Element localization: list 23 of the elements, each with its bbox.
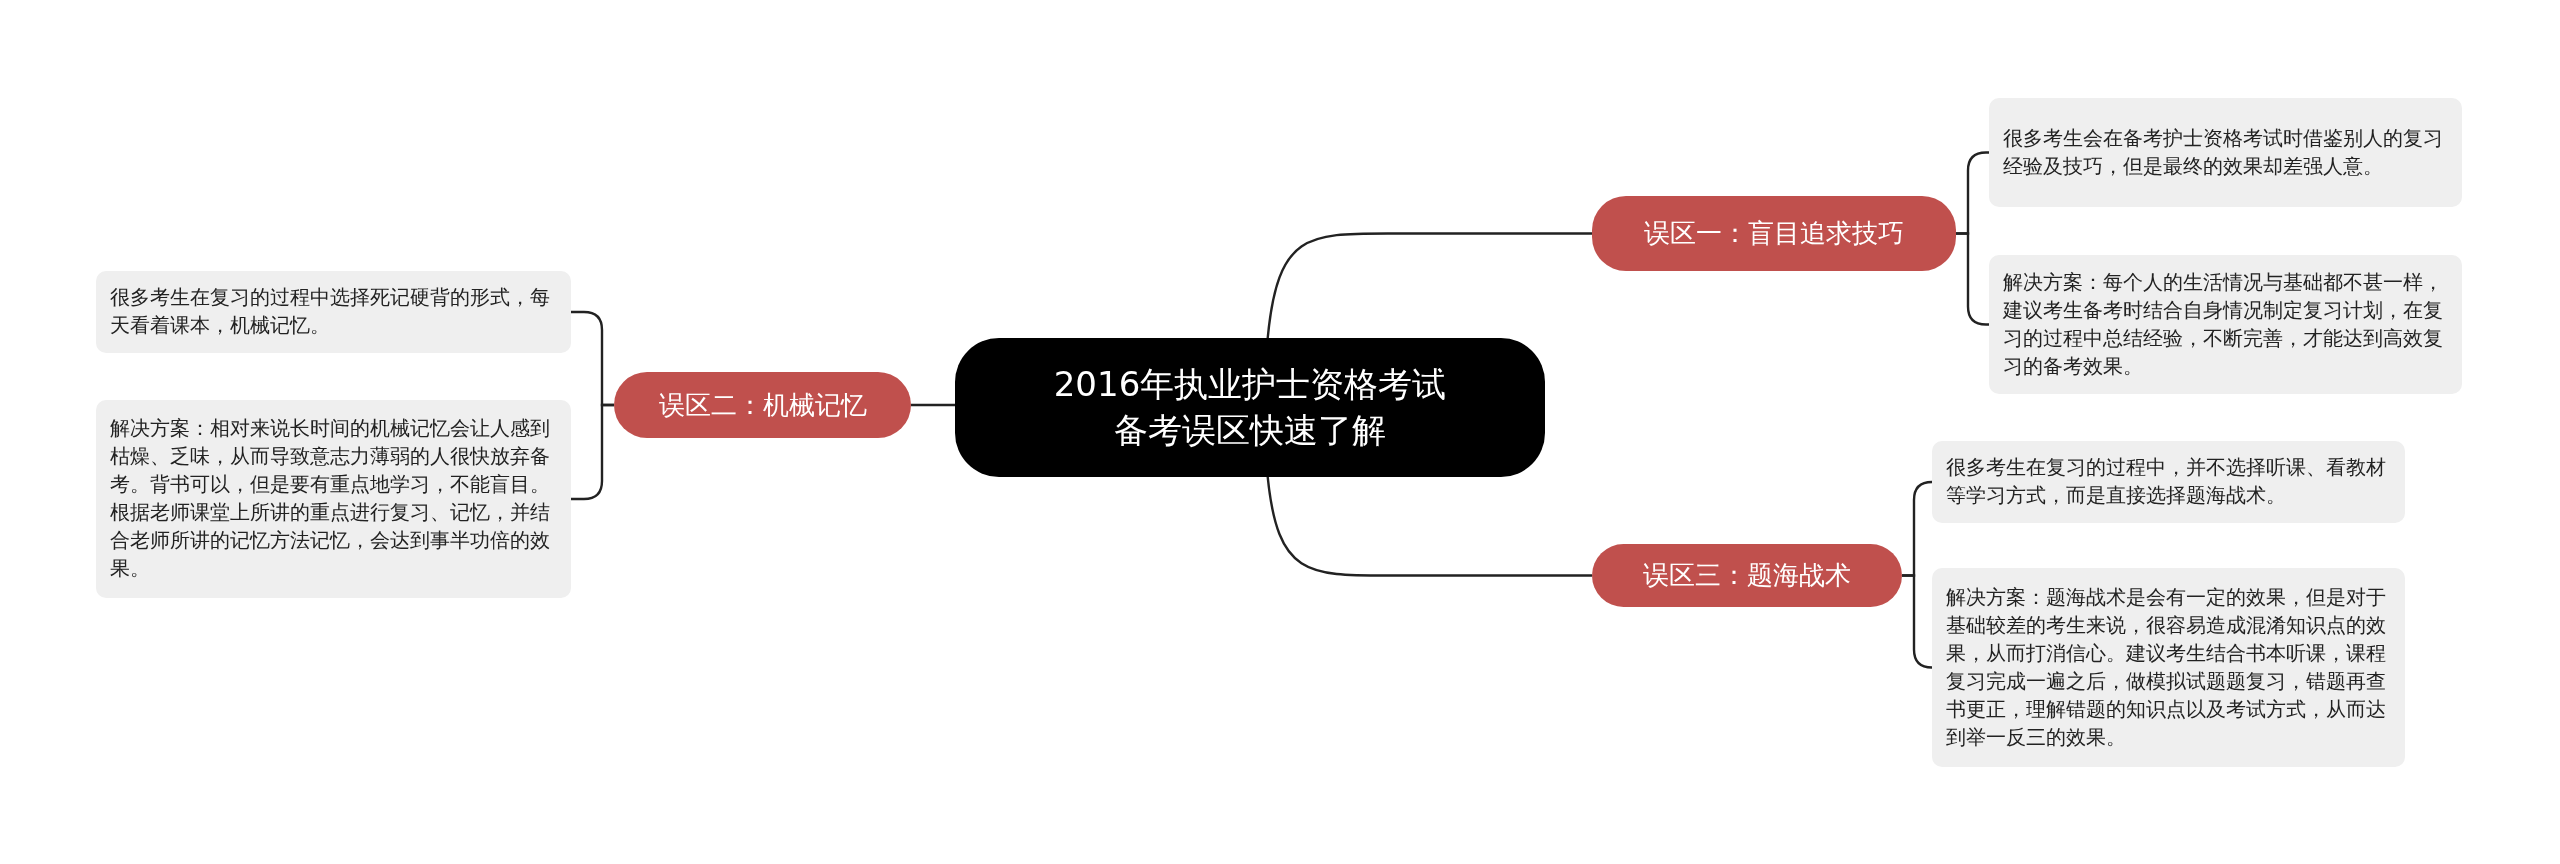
note-card bbox=[96, 271, 571, 353]
connector-line bbox=[911, 403, 955, 407]
note-text: 很多考生会在备考护士资格考试时借鉴别人的复习经验及技巧，但是最终的效果却差强人意。 bbox=[2003, 125, 2444, 180]
branch-label: 误区三：题海战术 bbox=[1643, 559, 1851, 592]
note-card bbox=[96, 400, 571, 598]
note-text: 解决方案：题海战术是会有一定的效果，但是对于基础较差的考生来说，很容易造成混淆知识点的效果，从而打消信心。建议考生结合书本听课，课程复习完成一遍之后，做模拟试题题复习，错题再查书更正，理解错题的知识点以及考试方式，从而达到举一反三的效果。 bbox=[1946, 584, 2387, 751]
note-text: 很多考生在复习的过程中选择死记硬背的形式，每天看着课本，机械记忆。 bbox=[110, 285, 551, 339]
topic-title: 2016年执业护士资格考试备考误区快速了解 bbox=[1052, 362, 1448, 452]
connector-line bbox=[571, 403, 614, 501]
note-card bbox=[1989, 98, 2462, 207]
branch-label: 误区二：机械记忆 bbox=[658, 388, 867, 422]
note-text: 解决方案：每个人的生活情况与基础都不甚一样，建议考生备考时结合自身情况制定复习计划，在复习的过程中总结经验，不断完善，才能达到高效复习的备考效果。 bbox=[2003, 269, 2444, 380]
note-card bbox=[1989, 255, 2462, 394]
note-card bbox=[1932, 441, 2405, 523]
note-text: 解决方案：相对来说长时间的机械记忆会让人感到枯燥、乏味，从而导致意志力薄弱的人很快放弃备考。背书可以，但是要有重点地学习，不能盲目。根据老师课堂上所讲的重点进行复习、记忆，并结合老师所讲的记忆方法记忆，会达到事半功倍的效果。 bbox=[110, 416, 551, 582]
note-card bbox=[1932, 568, 2405, 767]
branch-topic bbox=[1592, 196, 1956, 271]
central-topic bbox=[955, 338, 1545, 477]
branch-label: 误区一：盲目追求技巧 bbox=[1644, 217, 1904, 250]
connector-line bbox=[1266, 476, 1592, 577]
connector-line bbox=[1266, 232, 1592, 339]
connector-line bbox=[1902, 574, 1934, 669]
note-text: 很多考生在复习的过程中，并不选择听课、看教材等学习方式，而是直接选择题海战术。 bbox=[1946, 455, 2387, 509]
